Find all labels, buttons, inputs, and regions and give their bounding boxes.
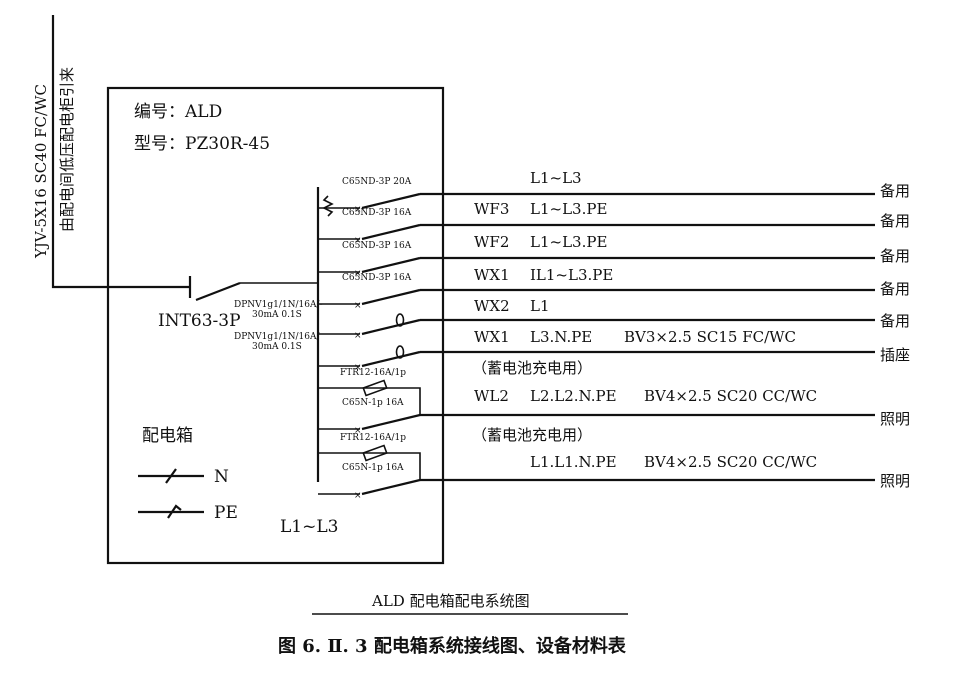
feeder-source-label: 由配电间低压配电柜引来	[58, 67, 76, 232]
circuit-use: 备用	[880, 247, 910, 265]
breaker-blade	[361, 318, 421, 336]
breaker-blade	[361, 288, 421, 306]
panel-name-label: 配电箱	[142, 426, 193, 446]
contactor-loop	[318, 452, 421, 480]
breaker-label: DPNV1g1/1N/16A/-	[234, 300, 323, 310]
circuit-phases: L1.L1.N.PE	[530, 453, 617, 471]
legend-neutral-label: N	[214, 467, 229, 487]
main-breaker-switch	[195, 281, 241, 302]
breaker-cross-icon: ×	[354, 331, 362, 341]
circuit-phases: L2.L2.N.PE	[530, 387, 617, 405]
circuit-use: 备用	[880, 182, 910, 200]
feeder-cable-label: YJV-5X16 SC40 FC/WC	[32, 84, 50, 259]
breaker-cross-icon: ×	[354, 363, 362, 373]
breaker-blade	[361, 350, 421, 368]
contactor-label: FTR12-16A/1p	[340, 433, 406, 443]
circuit-use: 备用	[880, 212, 910, 230]
circuit-use: 照明	[880, 472, 910, 490]
diagram-subtitle: ALD 配电箱配电系统图	[371, 592, 530, 610]
breaker-cross-icon: ×	[354, 491, 362, 501]
circuit-note: （蓄电池充电用）	[472, 426, 592, 444]
circuit-use: 插座	[880, 346, 910, 364]
breaker-cross-icon: ×	[354, 301, 362, 311]
circuit-phases: IL1~L3.PE	[530, 266, 613, 284]
breaker-cross-icon: ×	[354, 236, 362, 246]
circuit-id: WL2	[474, 387, 509, 405]
breaker-blade	[361, 256, 421, 274]
legend-earth-label: PE	[214, 503, 238, 523]
breaker-label: 30mA 0.1S	[252, 342, 302, 352]
breaker-cross-icon: ×	[354, 426, 362, 436]
circuit-phases: L1~L3	[530, 169, 582, 187]
circuit-phases: L1~L3.PE	[530, 200, 607, 218]
circuit-use: 照明	[880, 410, 910, 428]
earth-tick	[167, 504, 182, 519]
contactor-coil-icon	[362, 444, 388, 462]
circuit-use: 备用	[880, 280, 910, 298]
circuit-id: WF2	[474, 233, 509, 251]
circuit-id: WX2	[474, 297, 510, 315]
breaker-label: DPNV1g1/1N/16A/	[234, 332, 320, 342]
contactor-label: FTR12-16A/1p	[340, 368, 406, 378]
circuit-id: WX1	[474, 266, 510, 284]
breaker-label: C65N-1p 16A	[342, 398, 404, 408]
circuit-phases: L1	[530, 297, 550, 315]
legend-neutral: N	[138, 467, 229, 487]
breaker-label: C65ND-3P 16A	[342, 273, 412, 283]
circuit-cable: BV4×2.5 SC20 CC/WC	[644, 387, 817, 405]
neutral-tick	[165, 468, 177, 484]
circuit-phases: L1~L3.PE	[530, 233, 607, 251]
breaker-cross-icon: ×	[354, 205, 362, 215]
breaker-label: C65N-1p 16A	[342, 463, 404, 473]
main-breaker-label: INT63-3P	[158, 311, 241, 331]
rcd-ring-icon	[395, 345, 405, 359]
contactor-loop	[318, 387, 421, 415]
circuit-cable: BV4×2.5 SC20 CC/WC	[644, 453, 817, 471]
breaker-label: C65ND-3P 16A	[342, 241, 412, 251]
figure-caption: 图 6. Ⅱ. 3 配电箱系统接线图、设备材料表	[278, 635, 627, 657]
panel-model-label: 型号：PZ30R-45	[134, 134, 270, 154]
breaker-label: C65ND-3P 16A	[342, 208, 412, 218]
fuse-icon	[322, 195, 334, 217]
breaker-label: 30mA 0.1S	[252, 310, 302, 320]
breaker-cross-icon: ×	[354, 269, 362, 279]
breaker-blade	[361, 192, 421, 210]
circuit-note: （蓄电池充电用）	[472, 359, 592, 377]
panel-phase-label: L1~L3	[280, 517, 338, 537]
panel-id-label: 编号：ALD	[134, 102, 222, 122]
circuit-id: WF3	[474, 200, 509, 218]
contactor-coil-icon	[362, 379, 388, 397]
circuit-cable: BV3×2.5 SC15 FC/WC	[624, 328, 796, 346]
feeder-line	[51, 15, 190, 289]
circuit-id: WX1	[474, 328, 510, 346]
panel-enclosure	[106, 86, 445, 565]
breaker-label: C65ND-3P 20A	[342, 177, 412, 187]
circuit-use: 备用	[880, 312, 910, 330]
legend-earth: PE	[138, 503, 238, 523]
circuit-phases: L3.N.PE	[530, 328, 592, 346]
breaker-blade	[361, 478, 421, 496]
breaker-blade	[361, 223, 421, 241]
rcd-ring-icon	[395, 313, 405, 327]
breaker-blade	[361, 413, 421, 431]
